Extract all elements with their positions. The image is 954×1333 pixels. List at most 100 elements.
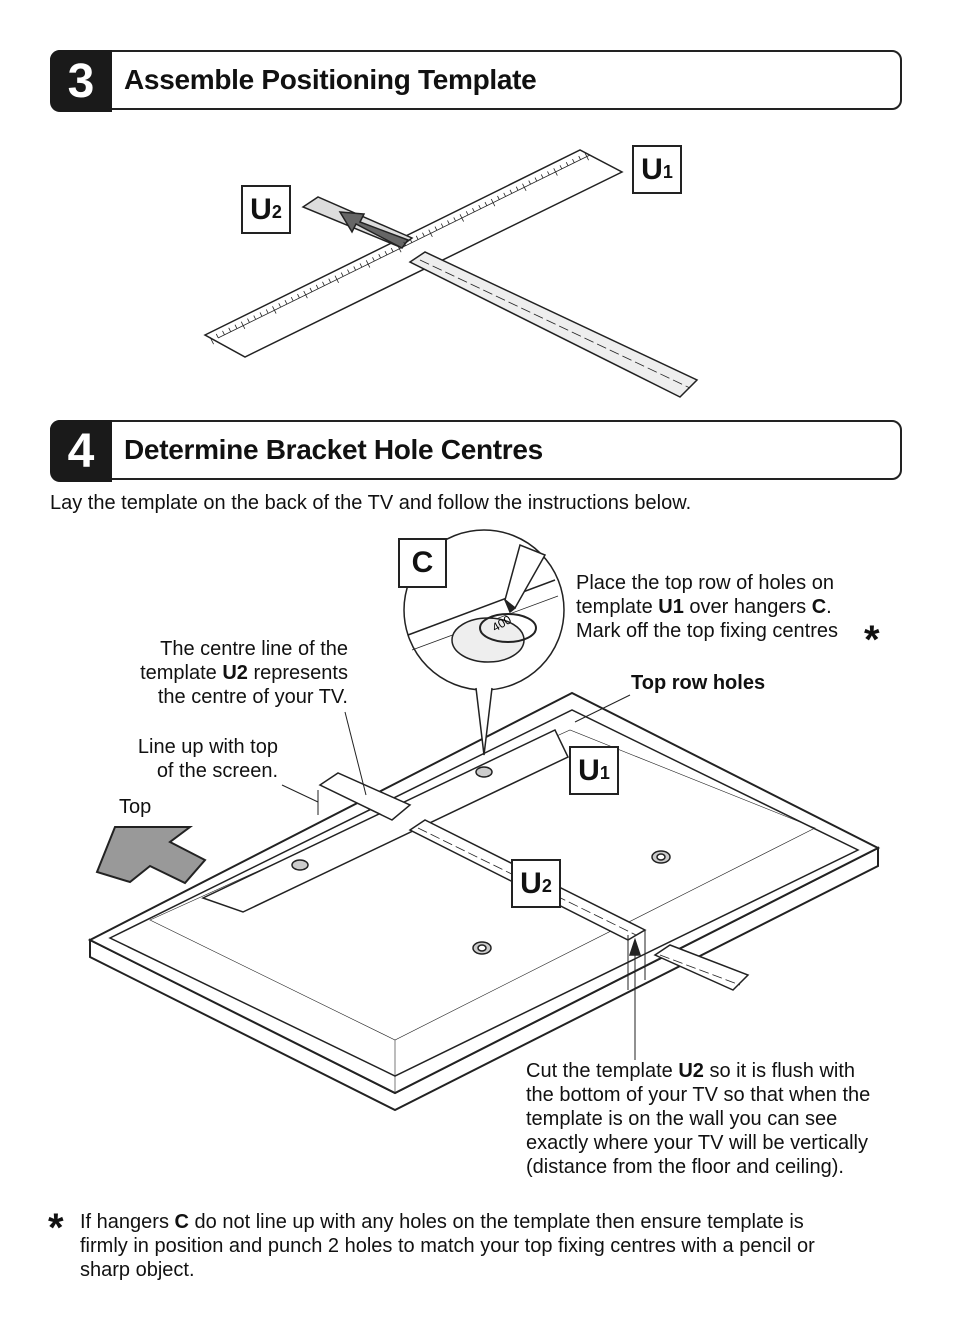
step-4-header: 4 Determine Bracket Hole Centres (50, 420, 902, 482)
ruler-tick (584, 152, 589, 161)
hanger (291, 859, 309, 871)
ruler-tick (434, 226, 438, 231)
ruler-tick (515, 186, 519, 191)
text-line: template U1 over hangers C. (576, 596, 832, 618)
template-assembly-illustration (203, 149, 699, 398)
ruler-tick (378, 254, 381, 258)
step-title: Assemble Positioning Template (124, 64, 537, 95)
text-line: Mark off the top fixing centres (576, 620, 838, 642)
ruler-tick (315, 284, 319, 289)
ruler-tick (390, 247, 394, 252)
text-line: The centre line of the (160, 638, 348, 660)
ruler-tick (290, 296, 294, 301)
ruler-tick (309, 287, 313, 292)
top-direction-arrow (95, 826, 207, 885)
step-3-header: 3 Assemble Positioning Template (50, 50, 902, 112)
ruler-tick (565, 162, 569, 166)
ruler-tick (372, 257, 375, 262)
ruler-tick (528, 180, 531, 185)
ruler-tick (447, 220, 450, 225)
ruler-tick (422, 232, 425, 237)
ruler-tick (490, 198, 496, 207)
step-number: 3 (50, 50, 112, 112)
asterisk-icon: * (864, 618, 880, 662)
ruler-tick (440, 223, 444, 228)
text-line: the bottom of your TV so that when the (526, 1084, 871, 1106)
ruler-tick (297, 293, 300, 298)
line-up-note: Line up with top of the screen. (138, 735, 278, 783)
ruler-tick (415, 235, 419, 240)
text-line: template U2 represents (140, 662, 348, 684)
ruler-tick (334, 275, 339, 284)
ruler-tick (253, 315, 256, 320)
ruler-tick (272, 306, 277, 314)
ruler-tick (384, 250, 388, 255)
ruler-tick (222, 330, 225, 335)
ruler-tick (359, 263, 363, 268)
asterisk-icon: * (48, 1206, 64, 1250)
centre-line-note: The centre line of the template U2 repre… (140, 637, 348, 709)
text-line: firmly in position and punch 2 holes to … (80, 1235, 815, 1257)
ruler-tick (278, 303, 281, 308)
ruler-tick (578, 155, 581, 160)
part-label-c: C (398, 538, 447, 588)
cut-instruction: Cut the template U2 so it is flush with … (526, 1059, 870, 1179)
ruler-tick (209, 336, 214, 345)
ruler-tick (365, 260, 371, 268)
ruler-tick (409, 238, 413, 243)
strip-u2-cut (653, 944, 750, 991)
ruler-tick (234, 324, 238, 329)
tv-back (87, 691, 881, 1095)
ruler-tick (459, 214, 464, 222)
ruler-tick (540, 174, 544, 179)
place-instruction: Place the top row of holes on template U… (576, 571, 838, 643)
ruler-tick (259, 312, 263, 317)
ruler-tick (472, 208, 475, 212)
hanger (651, 850, 671, 864)
ruler-tick (522, 183, 527, 192)
ruler-tick (553, 168, 558, 176)
ruler-tick (509, 189, 513, 194)
text-line: Place the top row of holes on (576, 572, 834, 594)
ruler-tick (403, 241, 406, 246)
ruler-tick (284, 300, 288, 304)
strip-u2 (408, 251, 699, 398)
ruler-tick (353, 266, 356, 271)
top-row-holes-label: Top row holes (631, 672, 766, 694)
ruler-tick (547, 171, 550, 176)
ruler-tick (240, 321, 246, 330)
text-line: Cut the template U2 so it is flush with (526, 1060, 856, 1082)
ruler-tick (478, 204, 481, 209)
insert-arrow (338, 211, 410, 249)
text-line: (distance from the floor and ceiling). (526, 1156, 844, 1178)
ruler-tick (534, 177, 538, 182)
ruler-tick (303, 290, 308, 299)
text-line: If hangers C do not line up with any hol… (80, 1211, 804, 1233)
text-line: template is on the wall you can see (526, 1108, 838, 1130)
intro-text: Lay the template on the back of the TV a… (50, 492, 692, 514)
ruler-u1 (203, 149, 624, 358)
ruler-tick (484, 201, 488, 206)
ruler-tick (247, 318, 250, 323)
ruler-tick (322, 281, 325, 286)
text-line: the centre of your TV. (157, 686, 348, 708)
text-line: Line up with top (137, 736, 278, 758)
ruler-tick (265, 309, 269, 314)
top-label: Top (119, 796, 152, 818)
ruler-tick (340, 272, 344, 277)
step-title: Determine Bracket Hole Centres (124, 434, 543, 465)
ruler-tick (328, 278, 331, 283)
ruler-tick (503, 192, 506, 197)
ruler-tick (497, 195, 500, 200)
tv-back-illustration: 400 (87, 529, 881, 1112)
ruler-tick (559, 165, 563, 170)
ruler-tick (215, 333, 219, 338)
ruler-tick (228, 327, 231, 332)
ruler-tick (453, 217, 456, 222)
hanger (475, 766, 493, 778)
hanger (472, 941, 492, 955)
